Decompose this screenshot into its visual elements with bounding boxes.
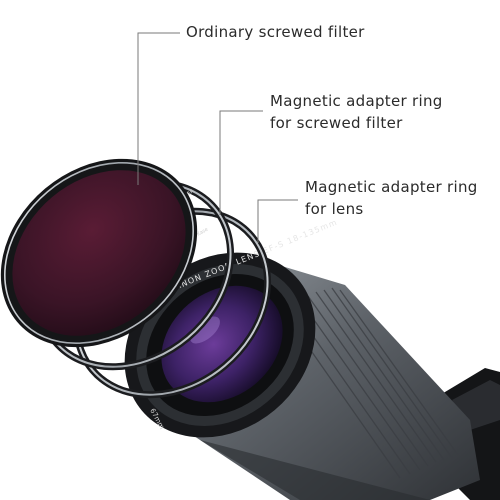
callout-line: Ordinary screwed filter xyxy=(186,23,365,41)
screwed-filter xyxy=(0,158,198,348)
leader-line-3 xyxy=(257,199,298,243)
callout-adapter-ring-lens: Magnetic adapter ring for lens xyxy=(305,176,478,220)
callout-adapter-ring-filter: Magnetic adapter ring for screwed filter xyxy=(270,90,443,134)
callout-line: Magnetic adapter ring xyxy=(270,92,443,110)
leader-lines xyxy=(137,32,298,243)
zoom-ring-ribs xyxy=(283,287,459,479)
callout-screwed-filter: Ordinary screwed filter xyxy=(186,21,365,43)
leader-line-1 xyxy=(137,32,180,185)
callout-line: for lens xyxy=(305,200,364,218)
callout-line: Magnetic adapter ring xyxy=(305,178,478,196)
lens-front: CANON ZOOM LENS EF-S 18-135mm 67mm xyxy=(124,218,339,438)
callout-line: for screwed filter xyxy=(270,114,403,132)
ring-brand-text: Kase xyxy=(196,227,209,238)
leader-line-2 xyxy=(219,110,263,215)
